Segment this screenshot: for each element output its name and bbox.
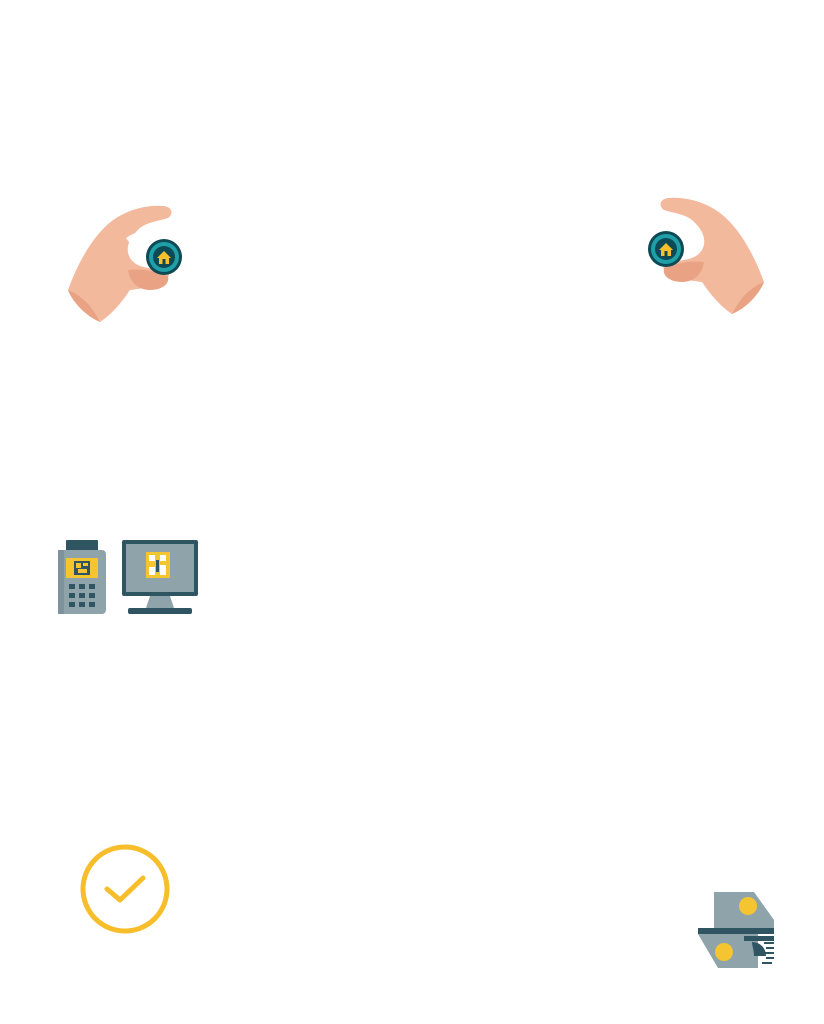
hand-holding-coin-icon-right [644, 190, 768, 318]
hand-holding-coin-icon-left [64, 198, 188, 326]
check-circle-icon [78, 842, 172, 936]
desktop-monitor-icon [120, 538, 200, 616]
money-transfer-icon [694, 890, 778, 972]
payment-terminal-icon [56, 538, 110, 616]
